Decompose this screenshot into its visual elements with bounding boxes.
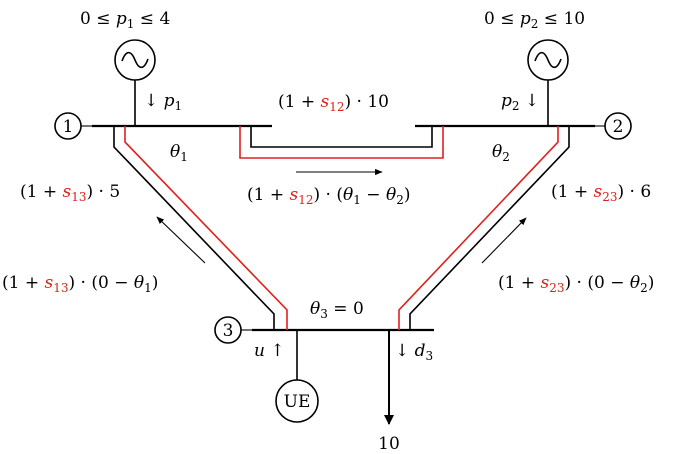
- generator-2: 0 ≤ p2 ≤ 10 p2 ↓: [484, 9, 585, 125]
- line-1-2-capacity: (1 + s12) · 10: [278, 92, 389, 114]
- line-1-2-slack: [239, 126, 444, 159]
- unserved-symbol: [275, 379, 319, 423]
- generator-2-limit: 0 ≤ p2 ≤ 10: [484, 9, 585, 31]
- line-2-3-flow-arrow: [481, 217, 527, 264]
- bus-2-label: 2: [613, 117, 624, 137]
- sine-icon: [121, 51, 149, 69]
- unserved-energy: u ↑ UE: [254, 330, 319, 423]
- line-1-3-slack: [124, 126, 288, 330]
- bus-1-angle: θ1: [170, 142, 188, 164]
- bus-1-label: 1: [63, 117, 74, 137]
- generator-1: 0 ≤ p1 ≤ 4 ↓ p1: [80, 9, 182, 125]
- bus-2: 2 θ2: [415, 112, 632, 164]
- unserved-symbol-label: UE: [284, 392, 311, 412]
- bus-2-angle: θ2: [492, 142, 510, 164]
- demand-label: ↓ d3: [395, 341, 433, 363]
- line-2-3: (1 + s23) · 6 (1 + s23) · (0 − θ2): [398, 126, 654, 330]
- line-2-3-capacity: (1 + s23) · 6: [551, 182, 651, 204]
- line-1-3-conductor: [113, 126, 275, 330]
- bus-3-label: 3: [223, 321, 234, 341]
- bus-1: 1 θ1: [54, 112, 272, 164]
- bus-3: 3 θ3 = 0: [214, 299, 434, 344]
- line-1-2: (1 + s12) · 10 (1 + s12) · (θ1 − θ2): [239, 92, 444, 207]
- line-2-3-flow: (1 + s23) · (0 − θ2): [498, 273, 654, 295]
- generator-1-output: ↓ p1: [144, 91, 182, 113]
- generator-1-limit: 0 ≤ p1 ≤ 4: [80, 9, 170, 31]
- line-2-3-slack: [398, 126, 559, 330]
- generator-2-output: p2 ↓: [501, 91, 539, 113]
- line-1-3: (1 + s13) · 5 (1 + s13) · (0 − θ1): [2, 126, 288, 330]
- bus-2-badge: [604, 112, 632, 140]
- line-1-2-conductor: [250, 126, 433, 148]
- demand: ↓ d3 10: [378, 330, 433, 454]
- line-2-3-conductor: [409, 126, 570, 330]
- unserved-label: u ↑: [254, 341, 285, 361]
- bus-3-angle: θ3 = 0: [310, 299, 364, 321]
- sine-icon: [534, 51, 562, 69]
- line-1-3-capacity: (1 + s13) · 5: [20, 182, 120, 204]
- line-1-3-flow-arrow: [156, 216, 206, 264]
- line-1-3-flow: (1 + s13) · (0 − θ1): [2, 273, 158, 295]
- demand-value: 10: [378, 434, 400, 454]
- line-1-2-flow: (1 + s12) · (θ1 − θ2): [247, 185, 410, 207]
